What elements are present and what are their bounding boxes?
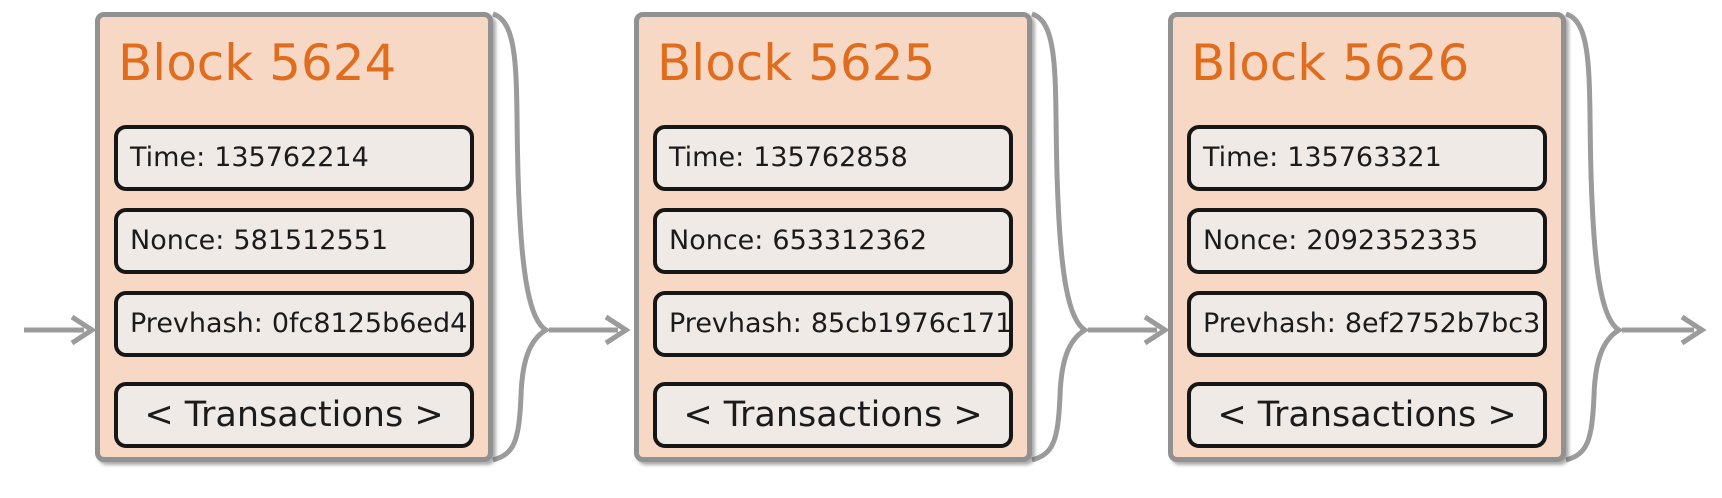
field-label: Nonce: — [669, 225, 764, 256]
block-title: Block 5624 — [118, 34, 397, 92]
link-arrow-head-icon — [1143, 314, 1170, 346]
field-label: Time: — [130, 142, 206, 173]
prevhash-field: Prevhash: 8ef2752b7bc3 — [1187, 290, 1547, 357]
field-value: 135762858 — [753, 142, 908, 173]
field-label: Prevhash: — [669, 308, 802, 339]
link-arrow-head-icon — [604, 314, 631, 346]
field-label: Prevhash: — [1203, 308, 1336, 339]
field-value: 85cb1976c171 — [810, 308, 1013, 339]
transactions-box: < Transactions > — [114, 381, 474, 448]
time-field: Time: 135762858 — [653, 124, 1013, 191]
block-title: Block 5625 — [657, 34, 936, 92]
field-value: 581512551 — [233, 225, 388, 256]
field-label: Prevhash: — [130, 308, 263, 339]
field-label: Nonce: — [1203, 225, 1298, 256]
field-value: 2092352335 — [1306, 225, 1479, 256]
block-card: Block 5624 Time: 135762214 Nonce: 581512… — [95, 12, 493, 462]
brace-connector — [1031, 11, 1090, 463]
field-value: 8ef2752b7bc3 — [1344, 308, 1541, 339]
incoming-arrow-head-icon — [70, 314, 97, 346]
nonce-field: Nonce: 2092352335 — [1187, 207, 1547, 274]
outgoing-arrow-head-icon — [1680, 314, 1707, 346]
block-title: Block 5626 — [1191, 34, 1470, 92]
time-field: Time: 135762214 — [114, 124, 474, 191]
nonce-field: Nonce: 581512551 — [114, 207, 474, 274]
prevhash-field: Prevhash: 85cb1976c171 — [653, 290, 1013, 357]
field-value: 135762214 — [214, 142, 369, 173]
field-value: 135763321 — [1287, 142, 1442, 173]
field-value: 0fc8125b6ed4 — [271, 308, 468, 339]
block-card: Block 5626 Time: 135763321 Nonce: 209235… — [1168, 12, 1566, 462]
nonce-field: Nonce: 653312362 — [653, 207, 1013, 274]
field-label: Nonce: — [130, 225, 225, 256]
brace-connector — [1565, 11, 1624, 463]
block-card: Block 5625 Time: 135762858 Nonce: 653312… — [634, 12, 1032, 462]
transactions-box: < Transactions > — [1187, 381, 1547, 448]
time-field: Time: 135763321 — [1187, 124, 1547, 191]
field-label: Time: — [1203, 142, 1279, 173]
prevhash-field: Prevhash: 0fc8125b6ed4 — [114, 290, 474, 357]
field-label: Time: — [669, 142, 745, 173]
field-value: 653312362 — [772, 225, 927, 256]
transactions-box: < Transactions > — [653, 381, 1013, 448]
brace-connector — [492, 11, 551, 463]
